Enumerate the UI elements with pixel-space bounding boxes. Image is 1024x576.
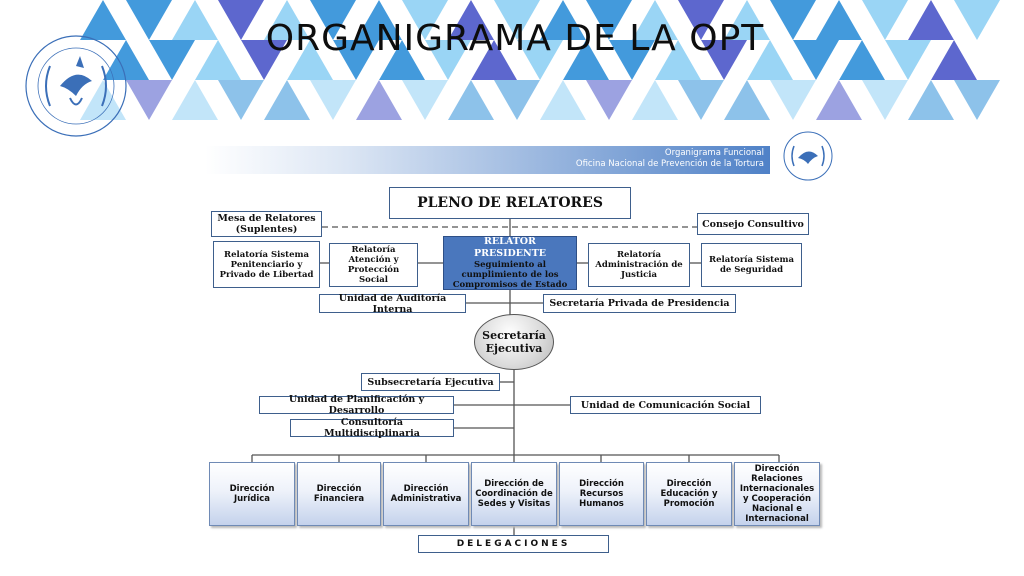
decorative-triangle <box>172 0 218 40</box>
decorative-triangle <box>402 0 448 40</box>
decorative-triangle <box>908 0 954 40</box>
decorative-triangle <box>770 0 816 40</box>
decorative-triangle <box>425 40 471 80</box>
decorative-triangle <box>931 40 977 80</box>
decorative-triangle <box>379 40 425 80</box>
decorative-triangle <box>172 80 218 120</box>
decorative-triangle <box>885 40 931 80</box>
direccion-coordinacion-sedes-visitas: Dirección de Coordinación de Sedes y Vis… <box>471 462 557 526</box>
decorative-triangle <box>448 0 494 40</box>
subsecretaria-ejecutiva: Subsecretaría Ejecutiva <box>361 373 500 391</box>
decorative-triangle <box>747 40 793 80</box>
delegaciones: DELEGACIONES <box>418 535 609 553</box>
organigrama-banner: Organigrama Funcional Oficina Nacional d… <box>205 146 770 174</box>
banner-title: Organigrama Funcional <box>664 148 764 158</box>
consultoria-multidisciplinaria: Consultoría Multidisciplinaria <box>290 417 454 439</box>
decorative-triangle <box>540 0 586 40</box>
decorative-triangle <box>678 0 724 40</box>
decorative-triangle <box>632 80 678 120</box>
decorative-triangle <box>632 0 678 40</box>
consejo-consultivo: Consejo Consultivo <box>697 213 809 235</box>
unidad-comunicacion-social: Unidad de Comunicación Social <box>570 396 761 414</box>
decorative-triangle <box>678 80 724 120</box>
pleno-de-relatores: PLENO DE RELATORES <box>389 187 631 219</box>
relatoria-administracion-justicia: Relatoría Administración de Justicia <box>588 243 690 287</box>
decorative-triangle <box>287 40 333 80</box>
secretaria-ejecutiva: Secretaría Ejecutiva <box>474 314 554 370</box>
decorative-triangle <box>908 80 954 120</box>
direccion-administrativa: Dirección Administrativa <box>383 462 469 526</box>
decorative-triangle <box>586 0 632 40</box>
triangle-pattern-banner <box>80 0 1000 120</box>
decorative-triangle <box>494 0 540 40</box>
direccion-educacion-promocion: Dirección Educación y Promoción <box>646 462 732 526</box>
decorative-triangle <box>218 80 264 120</box>
decorative-triangle <box>80 0 126 40</box>
decorative-triangle <box>586 80 632 120</box>
decorative-triangle <box>264 0 310 40</box>
decorative-triangle <box>356 80 402 120</box>
relatoria-sistema-seguridad: Relatoría Sistema de Seguridad <box>701 243 802 287</box>
decorative-triangle <box>402 80 448 120</box>
decorative-triangle <box>517 40 563 80</box>
decorative-triangle <box>862 0 908 40</box>
decorative-triangle <box>793 40 839 80</box>
decorative-triangle <box>195 40 241 80</box>
decorative-triangle <box>494 80 540 120</box>
banner-subtitle: Oficina Nacional de Prevención de la Tor… <box>575 159 764 169</box>
direccion-recursos-humanos: Dirección Recursos Humanos <box>559 462 644 526</box>
decorative-triangle <box>126 0 172 40</box>
decorative-triangle <box>839 40 885 80</box>
direccion-relaciones-internacionales: Dirección Relaciones Internacionales y C… <box>734 462 820 526</box>
relatoria-atencion-proteccion: Relatoría Atención y Protección Social <box>329 243 418 287</box>
relatoria-sistema-penitenciario: Relatoría Sistema Penitenciario y Privad… <box>213 241 320 288</box>
decorative-triangle <box>448 80 494 120</box>
decorative-triangle <box>540 80 586 120</box>
decorative-triangle <box>701 40 747 80</box>
decorative-triangle <box>103 40 149 80</box>
decorative-triangle <box>724 80 770 120</box>
decorative-triangle <box>149 40 195 80</box>
decorative-triangle <box>724 0 770 40</box>
decorative-triangle <box>218 0 264 40</box>
decorative-triangle <box>816 80 862 120</box>
relator-presidente-subtitle: Seguimiento al cumplimiento de los Compr… <box>452 260 568 290</box>
mecanismo-nacional-logo <box>20 26 132 146</box>
decorative-triangle <box>655 40 701 80</box>
decorative-triangle <box>310 80 356 120</box>
unidad-auditoria-interna: Unidad de Auditoría Interna <box>319 293 466 315</box>
opt-small-logo <box>780 128 836 184</box>
relator-presidente: RELATOR PRESIDENTE Seguimiento al cumpli… <box>443 236 577 290</box>
decorative-triangle <box>126 80 172 120</box>
secretaria-privada-presidencia: Secretaría Privada de Presidencia <box>543 294 736 313</box>
decorative-triangle <box>241 40 287 80</box>
decorative-triangle <box>954 0 1000 40</box>
decorative-triangle <box>471 40 517 80</box>
decorative-triangle <box>609 40 655 80</box>
decorative-triangle <box>264 80 310 120</box>
slide-title: ORGANIGRAMA DE LA OPT <box>265 18 765 59</box>
decorative-triangle <box>862 80 908 120</box>
decorative-triangle <box>770 80 816 120</box>
mesa-de-relatores: Mesa de Relatores (Suplentes) <box>211 211 322 237</box>
direccion-financiera: Dirección Financiera <box>297 462 381 526</box>
relator-presidente-title: RELATOR PRESIDENTE <box>473 236 547 259</box>
direccion-juridica: Dirección Jurídica <box>209 462 295 526</box>
decorative-triangle <box>333 40 379 80</box>
decorative-triangle <box>310 0 356 40</box>
decorative-triangle <box>816 0 862 40</box>
unidad-planificacion-desarrollo: Unidad de Planificación y Desarrollo <box>259 394 454 416</box>
decorative-triangle <box>954 80 1000 120</box>
decorative-triangle <box>356 0 402 40</box>
decorative-triangle <box>563 40 609 80</box>
